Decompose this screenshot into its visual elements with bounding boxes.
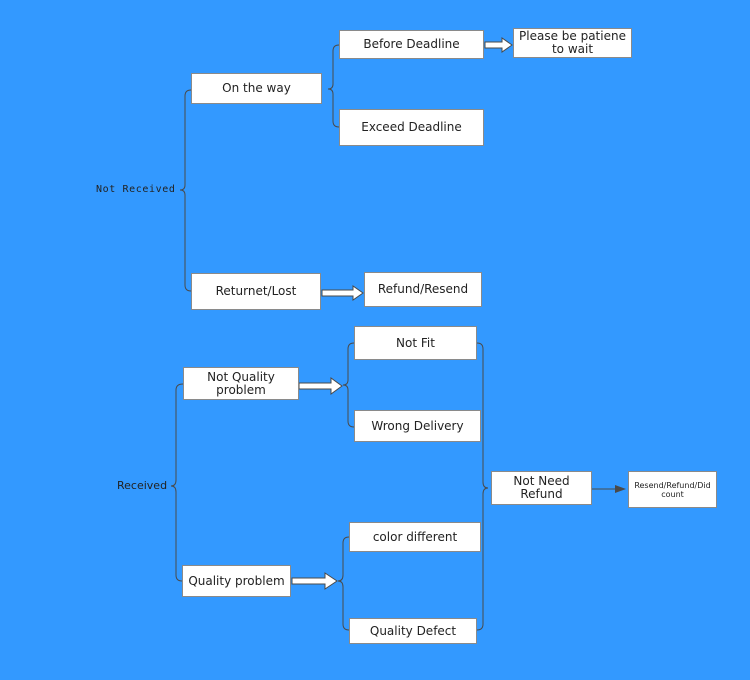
node-on-the-way[interactable]: On the way [191, 73, 322, 104]
arrow-quality-to-branch [291, 572, 338, 590]
node-quality-defect[interactable]: Quality Defect [349, 618, 477, 644]
node-exceed-deadline[interactable]: Exceed Deadline [339, 109, 484, 146]
bracket-converge [476, 342, 489, 631]
arrowhead-refund [615, 485, 626, 493]
bracket-not-quality [342, 342, 355, 428]
node-returned-lost[interactable]: Returnet/Lost [191, 273, 321, 310]
bracket-quality [337, 536, 350, 631]
node-not-quality-problem[interactable]: Not Quality problem [183, 367, 299, 400]
node-refund-resend[interactable]: Refund/Resend [364, 272, 482, 307]
node-quality-problem[interactable]: Quality problem [182, 565, 291, 597]
node-not-fit[interactable]: Not Fit [354, 326, 477, 360]
node-please-be-patient[interactable]: Please be patiene to wait [513, 28, 632, 58]
arrow-notquality-to-branch [298, 377, 343, 395]
node-wrong-delivery[interactable]: Wrong Delivery [354, 410, 481, 442]
node-resend-refund-discount[interactable]: Resend/Refund/Did count [628, 471, 717, 508]
node-before-deadline[interactable]: Before Deadline [339, 30, 484, 59]
arrow-before-to-patient [484, 37, 513, 53]
node-color-different[interactable]: color different [349, 522, 481, 552]
root-not-received: Not Received [96, 184, 176, 195]
bracket-on-the-way [327, 44, 340, 128]
arrow-returned-to-refund [321, 285, 364, 301]
root-received: Received [117, 479, 168, 492]
node-not-need-refund[interactable]: Not Need Refund [491, 471, 592, 505]
bracket-received [170, 383, 184, 582]
bracket-not-received [179, 89, 192, 292]
